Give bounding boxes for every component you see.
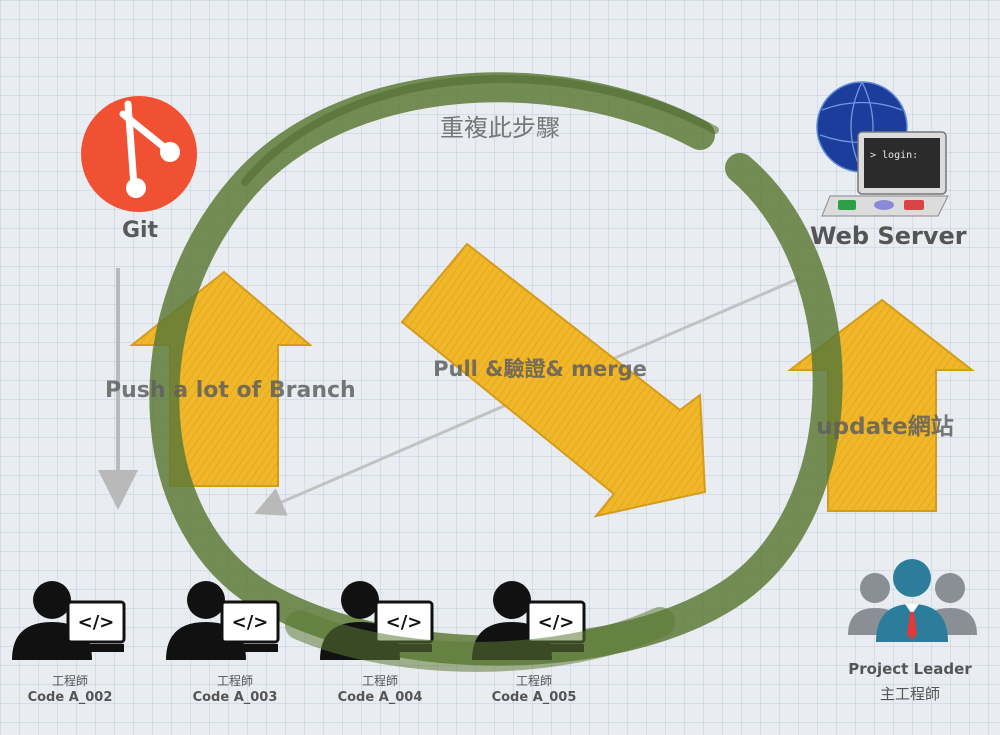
- git-label: Git: [121, 218, 159, 243]
- svg-text:</>: </>: [232, 612, 269, 633]
- engineer-3-role: 工程師: [361, 674, 398, 688]
- engineer-2-code: Code A_003: [192, 690, 278, 705]
- pull-merge-step-label: Pull &驗證& merge: [433, 357, 647, 381]
- repeat-cycle-label: 重複此步驟: [440, 114, 560, 142]
- repeat-cycle-circle: [149, 72, 843, 666]
- svg-text:</>: </>: [386, 612, 423, 633]
- project-leader-name: Project Leader: [848, 660, 972, 678]
- project-leader-role: 主工程師: [879, 685, 940, 703]
- update-step-label: update網站: [816, 414, 954, 440]
- git-logo: [81, 96, 197, 212]
- pull-merge-arrow: [400, 242, 707, 518]
- engineer-1-role: 工程師: [51, 674, 88, 688]
- engineer-1-code: Code A_002: [27, 690, 113, 705]
- engineer-4-code: Code A_005: [491, 690, 577, 705]
- engineer-icon-1: </>: [12, 581, 126, 660]
- project-leader-icon: [848, 559, 977, 642]
- svg-text:</>: </>: [78, 612, 115, 633]
- web-server-icon: [816, 81, 949, 217]
- svg-text:</>: </>: [538, 612, 575, 633]
- engineer-2-role: 工程師: [216, 674, 253, 688]
- push-step-label: Push a lot of Branch: [105, 378, 356, 403]
- web-server-label: Web Server: [810, 222, 967, 250]
- engineer-3-code: Code A_004: [337, 690, 423, 705]
- engineer-4-role: 工程師: [515, 674, 552, 688]
- engineer-icon-2: </>: [166, 581, 280, 660]
- terminal-prompt-text: > login:: [870, 150, 918, 161]
- repeat-cycle-overlay: [285, 607, 675, 672]
- repeat-cycle-brush-edge: [241, 75, 719, 186]
